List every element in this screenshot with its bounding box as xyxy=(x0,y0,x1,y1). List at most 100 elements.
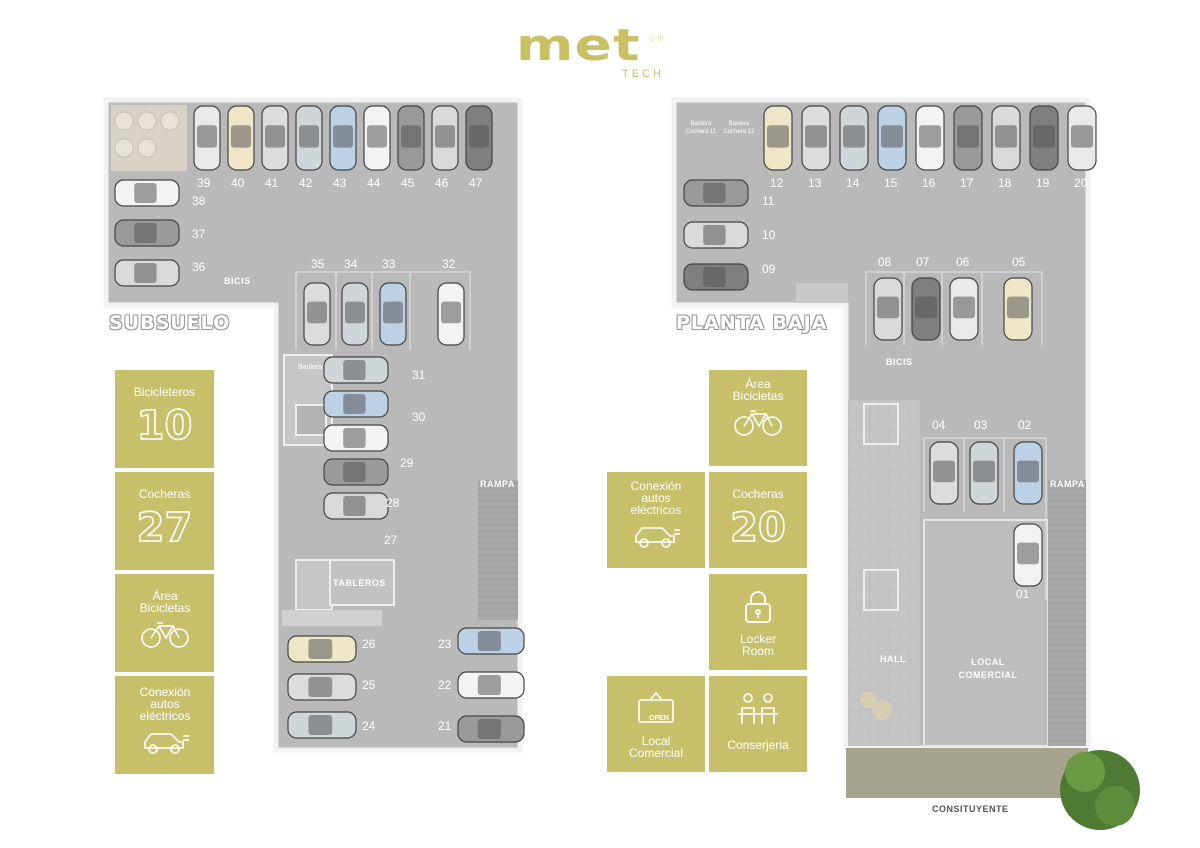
car xyxy=(953,105,983,171)
logo-subtitle: TECH xyxy=(622,68,664,80)
open-sign-icon xyxy=(607,690,705,729)
tableros-label: TABLEROS xyxy=(333,578,386,588)
electric-car-icon xyxy=(115,726,214,763)
tile-locker-room: Locker Room xyxy=(709,574,807,670)
tile-conexion-label: Conexión autos eléctricos xyxy=(139,685,191,723)
car xyxy=(465,105,493,171)
car xyxy=(457,627,525,655)
local-comercial-label: LOCAL COMERCIAL xyxy=(958,657,1018,680)
car xyxy=(114,179,180,207)
subsuelo-plan xyxy=(103,97,523,753)
slot-number: 34 xyxy=(344,257,358,271)
car xyxy=(915,105,945,171)
tile-bicicleteros-value: 10 xyxy=(136,403,193,449)
car xyxy=(1029,105,1059,171)
car xyxy=(323,458,389,486)
tile-pb-area-bicicletas-label: Área Bicicletas xyxy=(732,377,784,403)
slot-number: 41 xyxy=(265,176,279,190)
car xyxy=(1067,105,1097,171)
tile-conserjeria: Conserjeria xyxy=(709,676,807,772)
car xyxy=(193,105,221,171)
car xyxy=(457,715,525,743)
car xyxy=(437,282,465,346)
car xyxy=(969,441,999,505)
slot-number: 43 xyxy=(333,176,347,190)
tile-pb-cocheras: Cocheras 20 xyxy=(709,472,807,568)
pb-rampa-label: RAMPA xyxy=(1050,479,1085,489)
pb-bicis-label: BICIS xyxy=(886,357,913,367)
car xyxy=(763,105,793,171)
car xyxy=(431,105,459,171)
open-sign-text: OPEN xyxy=(649,715,669,722)
slot-number: 11 xyxy=(762,194,775,208)
subsuelo-rampa-label: RAMPA xyxy=(480,479,515,489)
slot-number: 32 xyxy=(442,257,456,271)
slot-number: 07 xyxy=(916,255,930,269)
tile-pb-cocheras-value: 20 xyxy=(729,505,786,551)
car xyxy=(114,259,180,287)
car xyxy=(397,105,425,171)
concierge-icon xyxy=(709,692,807,731)
street-label: CONSITUYENTE xyxy=(932,804,1009,814)
slot-number: 36 xyxy=(192,260,206,274)
slot-number: 01 xyxy=(1016,587,1030,601)
slot-number: 23 xyxy=(438,637,452,651)
baulera-11-label: Baulera Cochera 11 xyxy=(685,121,717,135)
slot-number: 10 xyxy=(762,228,776,242)
slot-number: 35 xyxy=(311,257,325,271)
car xyxy=(877,105,907,171)
tile-cocheras-value: 27 xyxy=(136,505,193,551)
slot-number: 39 xyxy=(197,176,211,190)
car xyxy=(683,263,749,291)
electric-car-icon xyxy=(607,520,705,557)
slot-number: 14 xyxy=(846,176,860,190)
slot-number: 09 xyxy=(762,262,776,276)
car xyxy=(457,671,525,699)
car xyxy=(949,277,979,341)
subsuelo-bicis-label: BICIS xyxy=(224,276,251,286)
parked-cars xyxy=(114,105,1097,743)
baulera-label: Baulera xyxy=(298,364,323,371)
car xyxy=(839,105,869,171)
car xyxy=(323,492,389,520)
slot-number: 27 xyxy=(384,533,398,547)
car xyxy=(801,105,831,171)
tile-pb-area-bicicletas: Área Bicicletas xyxy=(709,370,807,466)
car xyxy=(929,441,959,505)
slot-number: 17 xyxy=(960,176,974,190)
tile-area-bicicletas: Área Bicicletas xyxy=(115,574,214,672)
slot-number: 18 xyxy=(998,176,1012,190)
slot-number: 44 xyxy=(367,176,381,190)
slot-number: 06 xyxy=(956,255,970,269)
slot-number: 20 xyxy=(1074,176,1088,190)
car xyxy=(991,105,1021,171)
tile-cocheras-label: Cocheras xyxy=(138,487,191,501)
slot-number: 31 xyxy=(412,368,426,382)
car xyxy=(261,105,289,171)
slot-number: 04 xyxy=(932,418,946,432)
planta-baja-plan xyxy=(671,97,1140,830)
subsuelo-title: SUBSUELO xyxy=(109,312,231,334)
car xyxy=(287,673,357,701)
slot-number: 28 xyxy=(386,496,400,510)
slot-number: 13 xyxy=(808,176,822,190)
slot-number: 22 xyxy=(438,678,452,692)
car xyxy=(303,282,331,346)
logo-dots-icon: ⁘⁘ xyxy=(648,34,665,45)
car xyxy=(227,105,255,171)
tile-pb-conexion: Conexión autos eléctricos xyxy=(607,472,705,568)
slot-number: 40 xyxy=(231,176,245,190)
car xyxy=(114,219,180,247)
tile-local-comercial: OPEN Local Comercial xyxy=(607,676,705,772)
car xyxy=(363,105,391,171)
hall-label: HALL xyxy=(880,654,906,664)
car xyxy=(1013,523,1043,587)
slot-number: 02 xyxy=(1018,418,1032,432)
car xyxy=(323,356,389,384)
slot-number: 08 xyxy=(878,255,892,269)
tile-conserjeria-label: Conserjeria xyxy=(727,738,789,752)
tile-locker-room-label: Locker Room xyxy=(739,632,777,658)
slot-number: 38 xyxy=(192,194,206,208)
slot-number: 45 xyxy=(401,176,415,190)
